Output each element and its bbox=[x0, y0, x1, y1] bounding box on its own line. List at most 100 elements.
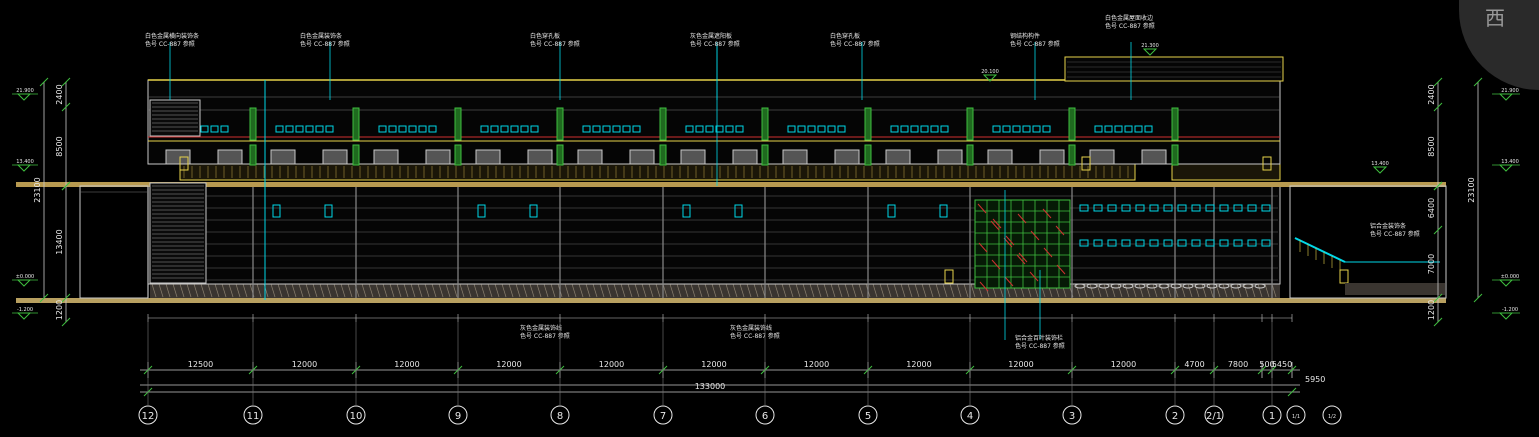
column-fin bbox=[864, 107, 872, 141]
upper-window bbox=[1042, 125, 1051, 133]
axis-bubble bbox=[653, 405, 673, 425]
callout-label: 灰色金属装饰线 bbox=[730, 324, 772, 332]
foundation-hatch bbox=[1236, 283, 1242, 298]
foundation-hatch bbox=[1103, 283, 1109, 298]
callout-code: 色号 CC-887 参照 bbox=[145, 40, 195, 48]
callout-code: 色号 CC-887 参照 bbox=[300, 40, 350, 48]
dim-tick bbox=[61, 317, 71, 327]
louver-ring bbox=[1122, 283, 1134, 289]
axis-bubble bbox=[1165, 405, 1185, 425]
span-total: 133000 bbox=[695, 382, 726, 391]
foundation-hatch bbox=[802, 283, 808, 298]
callout-code: 色号 CC-887 参照 bbox=[690, 40, 740, 48]
curtain-pattern bbox=[1043, 247, 1053, 258]
foundation-hatch bbox=[648, 283, 654, 298]
vert-dim-left: 13400 bbox=[55, 229, 64, 254]
foundation-hatch bbox=[837, 283, 843, 298]
window-band bbox=[1093, 239, 1103, 247]
upper-window bbox=[715, 125, 724, 133]
foundation-hatch bbox=[1180, 283, 1186, 298]
foundation-hatch bbox=[585, 283, 591, 298]
callout-code: 色号 CC-887 参照 bbox=[530, 40, 580, 48]
curtain-pattern bbox=[979, 281, 989, 292]
foundation-hatch bbox=[795, 283, 801, 298]
callout-code: 色号 CC-887 参照 bbox=[1105, 22, 1155, 30]
louver-panel bbox=[270, 149, 296, 165]
foundation-hatch bbox=[221, 283, 227, 298]
column-fin-lower bbox=[1171, 144, 1179, 166]
elev-mark-right: 13.400 bbox=[1501, 159, 1519, 165]
foundation-hatch bbox=[319, 283, 325, 298]
foundation-hatch bbox=[207, 283, 213, 298]
axis-tag-label: 1/1 bbox=[1292, 414, 1300, 420]
upper-window bbox=[582, 125, 591, 133]
window-band bbox=[1093, 204, 1103, 212]
facade-window bbox=[529, 204, 538, 218]
foundation-hatch bbox=[515, 283, 521, 298]
foundation-hatch bbox=[620, 283, 626, 298]
louver-panel bbox=[1039, 149, 1065, 165]
callout-code: 色号 CC-887 参照 bbox=[520, 332, 570, 340]
louver-panel bbox=[1141, 149, 1167, 165]
louver-ring bbox=[1254, 283, 1266, 289]
foundation-hatch bbox=[529, 283, 535, 298]
foundation-hatch bbox=[683, 283, 689, 298]
louver-ring bbox=[1086, 283, 1098, 289]
foundation-hatch bbox=[466, 283, 472, 298]
dim-tick bbox=[1433, 102, 1443, 112]
upper-window bbox=[398, 125, 407, 133]
window-band bbox=[1079, 239, 1089, 247]
louver-panel bbox=[577, 149, 603, 165]
upper-window bbox=[480, 125, 489, 133]
window-band bbox=[1107, 204, 1117, 212]
louver-panel bbox=[527, 149, 553, 165]
upper-window bbox=[807, 125, 816, 133]
upper-window bbox=[695, 125, 704, 133]
upper-window bbox=[602, 125, 611, 133]
foundation-hatch bbox=[851, 283, 857, 298]
foundation-hatch bbox=[438, 283, 444, 298]
foundation-hatch bbox=[816, 283, 822, 298]
upper-window bbox=[612, 125, 621, 133]
vert-dim-right: 1200 bbox=[1427, 300, 1436, 320]
dim-tick bbox=[1473, 293, 1483, 303]
elev-triangle bbox=[1498, 279, 1514, 287]
column-fin-lower bbox=[556, 144, 564, 166]
callout-code: 色号 CC-887 参照 bbox=[1015, 342, 1065, 350]
upper-window bbox=[797, 125, 806, 133]
curtain-pattern bbox=[992, 218, 1002, 229]
foundation-hatch bbox=[1264, 283, 1270, 298]
foundation-hatch bbox=[312, 283, 318, 298]
upper-window bbox=[408, 125, 417, 133]
window-band bbox=[1163, 204, 1173, 212]
elev-mark-left: ±0.000 bbox=[16, 274, 35, 280]
column-fin bbox=[454, 107, 462, 141]
foundation-hatch bbox=[655, 283, 661, 298]
foundation-hatch bbox=[396, 283, 402, 298]
louver-panel bbox=[629, 149, 655, 165]
window-band bbox=[1191, 204, 1201, 212]
upper-window bbox=[200, 125, 209, 133]
foundation-hatch bbox=[382, 283, 388, 298]
callout-label: 白色穿孔板 bbox=[530, 32, 560, 40]
axis-bubble bbox=[243, 405, 263, 425]
column-fin-lower bbox=[966, 144, 974, 166]
span-dim: 500 bbox=[1259, 360, 1274, 369]
window-band bbox=[1233, 239, 1243, 247]
window-band bbox=[1205, 204, 1215, 212]
upper-window bbox=[910, 125, 919, 133]
foundation-hatch bbox=[564, 283, 570, 298]
axis-label: 6 bbox=[762, 411, 768, 422]
foundation-hatch bbox=[543, 283, 549, 298]
upper-window bbox=[837, 125, 846, 133]
foundation-hatch bbox=[1194, 283, 1200, 298]
upper-window bbox=[685, 125, 694, 133]
elev-mark-mid: 20.100 bbox=[981, 69, 999, 75]
foundation-hatch bbox=[298, 283, 304, 298]
callout-code: 色号 CC-887 参照 bbox=[730, 332, 780, 340]
foundation-hatch bbox=[669, 283, 675, 298]
span-dim: 12000 bbox=[599, 360, 624, 369]
upper-window bbox=[325, 125, 334, 133]
foundation-hatch bbox=[200, 283, 206, 298]
